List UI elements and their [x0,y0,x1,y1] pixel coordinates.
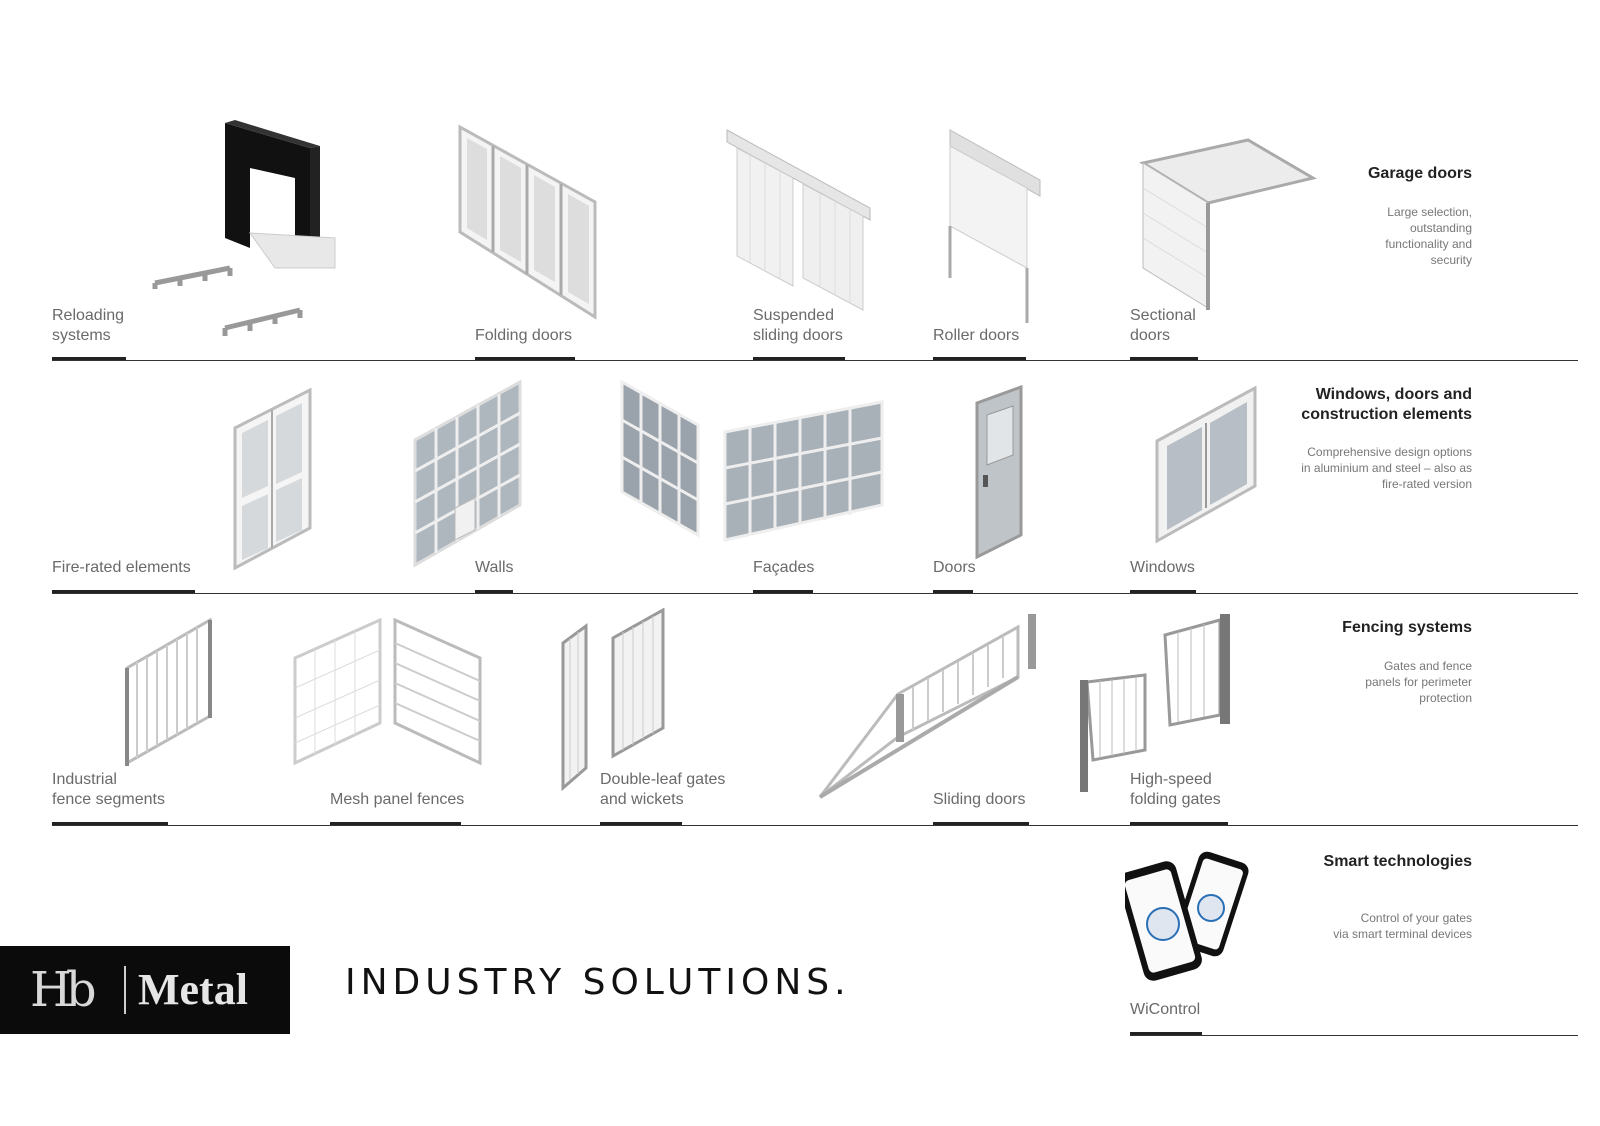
product-label-walls[interactable]: Walls [475,559,514,576]
product-label-industrial-fence-segments[interactable]: Industrial fence segments [52,771,165,808]
product-underline [933,822,1029,825]
row-divider [52,825,1578,826]
category-desc-windows-doors: Comprehensive design options in aluminiu… [1301,445,1472,491]
suspended-sliding-door-icon [725,128,875,313]
product-label-windows[interactable]: Windows [1130,559,1195,576]
industrial-fence-icon [122,618,217,768]
category-desc-smart-technologies: Control of your gates via smart terminal… [1333,911,1472,941]
product-underline [1130,590,1196,593]
reloading-system-icon [150,118,350,348]
product-underline [330,822,461,825]
product-underline [1130,1032,1202,1035]
product-label-double-leaf-gates[interactable]: Double-leaf gates and wickets [600,771,726,808]
product-label-mesh-panel-fences[interactable]: Mesh panel fences [330,791,465,808]
row-divider [52,593,1578,594]
product-label-doors[interactable]: Doors [933,559,976,576]
facade-icon [620,380,890,545]
product-underline [933,357,1026,360]
product-underline [753,590,813,593]
door-icon [975,385,1025,560]
double-leaf-gate-icon [558,608,668,793]
product-label-facades[interactable]: Façades [753,559,815,576]
category-desc-garage-doors: Large selection, outstanding functionali… [1385,205,1472,267]
mesh-fence-icon [290,618,485,773]
folding-door-icon [455,122,600,322]
product-underline [52,590,195,593]
product-label-sectional-doors[interactable]: Sectional doors [1130,307,1196,344]
product-label-wicontrol[interactable]: WiControl [1130,1001,1201,1018]
category-title-garage-doors: Garage doors [1367,165,1472,182]
brand-monogram: Hb [30,962,97,1018]
fire-rated-element-icon [230,388,315,573]
product-label-high-speed-folding-gates[interactable]: High-speed folding gates [1130,771,1221,808]
brand-name: Metal [138,965,248,1014]
product-underline [1130,822,1228,825]
product-label-reloading-systems[interactable]: Reloading systems [52,307,125,344]
brand-logo[interactable]: Hb Metal [0,946,290,1034]
product-label-suspended-sliding-doors[interactable]: Suspended sliding doors [753,307,843,344]
product-label-sliding-doors[interactable]: Sliding doors [933,791,1026,808]
product-label-fire-rated-elements[interactable]: Fire-rated elements [52,559,191,576]
product-underline [52,822,168,825]
row-divider [1130,1035,1578,1036]
category-title-smart-technologies: Smart technologies [1323,853,1472,870]
product-underline [475,357,575,360]
roller-door-icon [945,128,1045,328]
product-underline [52,357,126,360]
sectional-door-icon [1138,138,1318,318]
folding-gate-icon [1075,610,1245,795]
page-headline: INDUSTRY SOLUTIONS. [345,962,851,1003]
row-divider [52,360,1578,361]
wall-icon [410,380,525,570]
logo-divider [124,966,126,1014]
product-underline [933,590,973,593]
category-title-fencing-systems: Fencing systems [1342,619,1472,636]
product-underline [753,357,845,360]
window-icon [1155,386,1260,546]
product-underline [1130,357,1198,360]
product-underline [600,822,682,825]
product-underline [475,590,513,593]
category-title-windows-doors: Windows, doors and construction elements [1301,386,1472,423]
product-label-folding-doors[interactable]: Folding doors [475,327,572,344]
sliding-gate-icon [818,612,1043,802]
product-label-roller-doors[interactable]: Roller doors [933,327,1020,344]
smartphone-icon [1125,850,1265,990]
category-desc-fencing-systems: Gates and fence panels for perimeter pro… [1365,659,1472,705]
